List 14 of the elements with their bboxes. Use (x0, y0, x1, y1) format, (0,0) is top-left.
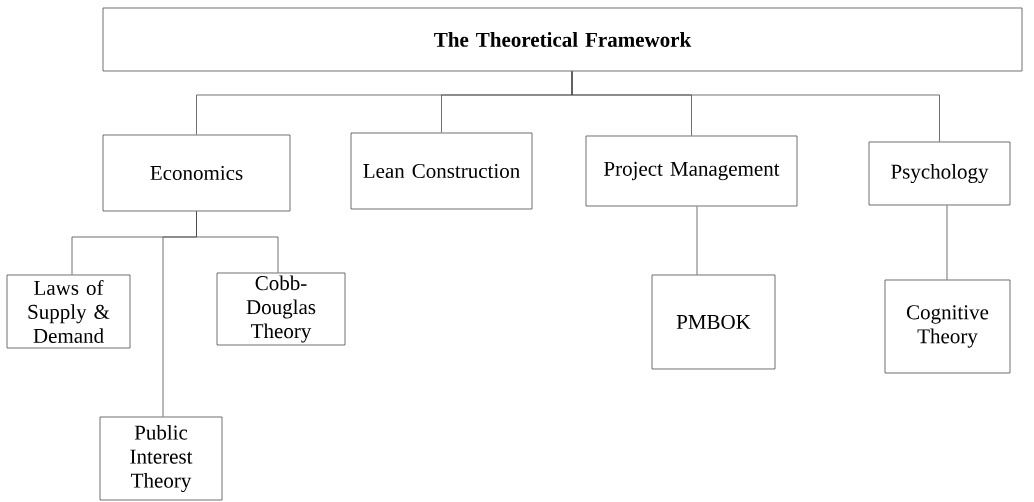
connector-line (696, 206, 698, 275)
category-box: Project Management (585, 135, 798, 207)
category-box: Economics (102, 134, 291, 212)
category-box: Laws of Supply & Demand (6, 274, 131, 349)
connector-line (571, 71, 940, 142)
title-box: The Theoretical Framework (102, 7, 1023, 72)
category-box: Cognitive Theory (884, 279, 1011, 374)
category-box: Psychology (868, 141, 1011, 206)
connector-line (946, 205, 948, 280)
category-box: PMBOK (651, 274, 776, 370)
category-box: Lean Construction (350, 132, 533, 210)
category-box: Public Interest Theory (99, 416, 223, 501)
connector-line (196, 211, 279, 273)
category-box: Cobb-Douglas Theory (216, 272, 346, 346)
